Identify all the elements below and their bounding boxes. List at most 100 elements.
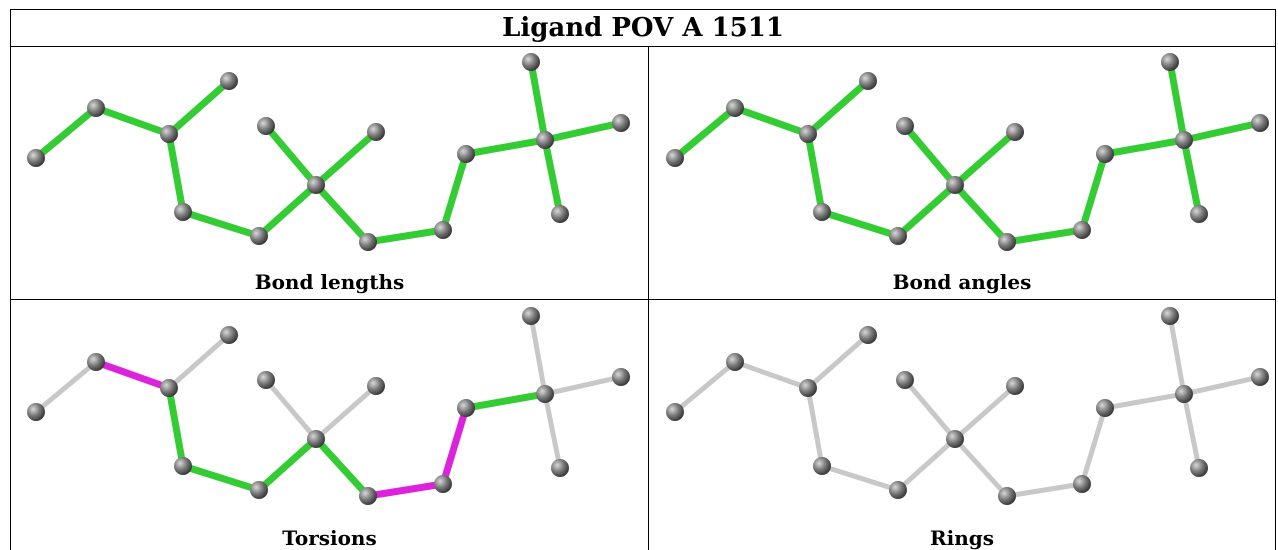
atom-11	[1096, 399, 1114, 417]
atom-5	[889, 481, 907, 499]
atom-10	[1073, 221, 1091, 239]
atom-3	[220, 326, 238, 344]
panel-torsions: Torsions	[11, 300, 649, 550]
panel-caption-bond-lengths: Bond lengths	[254, 270, 405, 294]
atom-0	[666, 149, 684, 167]
atom-2	[160, 125, 178, 143]
bond-2-3	[804, 77, 872, 138]
bond-4-5	[819, 463, 901, 493]
atom-12	[536, 385, 554, 403]
atom-6	[307, 176, 325, 194]
bond-2-4	[165, 384, 187, 470]
bond-11-12	[1101, 136, 1188, 158]
atom-1	[87, 99, 105, 117]
bond-0-1	[33, 359, 99, 415]
atom-12	[1175, 131, 1193, 149]
atom-7	[257, 117, 275, 135]
bond-6-8	[952, 383, 1018, 442]
bond-12-15	[542, 391, 563, 471]
atom-5	[889, 227, 907, 245]
atom-9	[998, 233, 1016, 251]
panel-caption-rings: Rings	[929, 526, 994, 550]
atom-1	[726, 353, 744, 371]
bond-1-2	[92, 358, 173, 392]
atom-13	[1251, 114, 1269, 132]
atom-2	[799, 125, 817, 143]
atom-11	[457, 399, 475, 417]
bond-12-14	[1167, 313, 1187, 397]
bond-12-15	[541, 136, 564, 218]
bond-6-9	[952, 436, 1010, 499]
bond-12-14	[528, 313, 548, 397]
atom-15	[1190, 459, 1208, 477]
atom-10	[434, 475, 452, 493]
bond-1-2	[731, 104, 812, 138]
atom-4	[813, 457, 831, 475]
bond-9-10	[364, 480, 447, 500]
bond-6-8	[313, 383, 379, 442]
bond-9-10	[364, 226, 447, 246]
bond-6-7	[901, 122, 959, 189]
bond-10-11	[439, 404, 470, 488]
bond-5-6	[255, 435, 320, 494]
bond-4-5	[818, 208, 902, 240]
atom-13	[1251, 368, 1269, 386]
bond-4-5	[179, 462, 263, 494]
atom-15	[1190, 205, 1208, 223]
atom-9	[359, 487, 377, 505]
bond-9-10	[1003, 226, 1086, 246]
molecule-rings	[666, 307, 1269, 505]
bond-2-3	[166, 332, 232, 391]
bond-5-6	[894, 181, 959, 240]
bond-11-12	[462, 390, 549, 412]
bond-4-5	[179, 208, 263, 240]
bond-0-1	[671, 104, 739, 162]
atom-6	[307, 430, 325, 448]
atom-0	[666, 403, 684, 421]
bond-2-4	[165, 130, 187, 216]
atom-8	[1006, 377, 1024, 395]
atom-8	[367, 377, 385, 395]
bond-2-4	[805, 385, 825, 469]
figure-title: Ligand POV A 1511	[10, 9, 1276, 47]
bond-12-15	[1181, 391, 1202, 471]
bond-9-10	[1004, 481, 1085, 499]
atom-0	[27, 403, 45, 421]
panel-bond-angles: Bond angles	[649, 46, 1275, 300]
bond-11-12	[462, 136, 549, 158]
bond-0-1	[672, 359, 738, 415]
bond-10-11	[1078, 150, 1109, 234]
atom-11	[457, 145, 475, 163]
atom-14	[522, 307, 540, 325]
molecule-torsions	[27, 307, 630, 505]
bond-11-12	[1102, 391, 1187, 411]
atom-12	[1175, 385, 1193, 403]
atom-8	[367, 123, 385, 141]
bond-2-3	[805, 332, 871, 391]
atom-3	[859, 72, 877, 90]
atom-5	[250, 227, 268, 245]
atom-9	[359, 233, 377, 251]
atom-3	[859, 326, 877, 344]
atom-13	[612, 368, 630, 386]
bond-5-6	[895, 436, 958, 493]
atom-6	[946, 430, 964, 448]
atom-2	[799, 379, 817, 397]
bond-12-13	[1180, 119, 1264, 144]
bond-6-8	[951, 128, 1019, 189]
atom-15	[551, 205, 569, 223]
bond-12-15	[1180, 136, 1203, 218]
bond-12-14	[527, 58, 549, 144]
bond-6-9	[312, 435, 372, 500]
bond-6-7	[902, 377, 958, 442]
atom-10	[1073, 475, 1091, 493]
bond-10-11	[1079, 405, 1108, 487]
atom-14	[522, 53, 540, 71]
atom-3	[220, 72, 238, 90]
atom-14	[1161, 53, 1179, 71]
atom-1	[726, 99, 744, 117]
atom-6	[946, 176, 964, 194]
atom-12	[536, 131, 554, 149]
atom-7	[896, 371, 914, 389]
